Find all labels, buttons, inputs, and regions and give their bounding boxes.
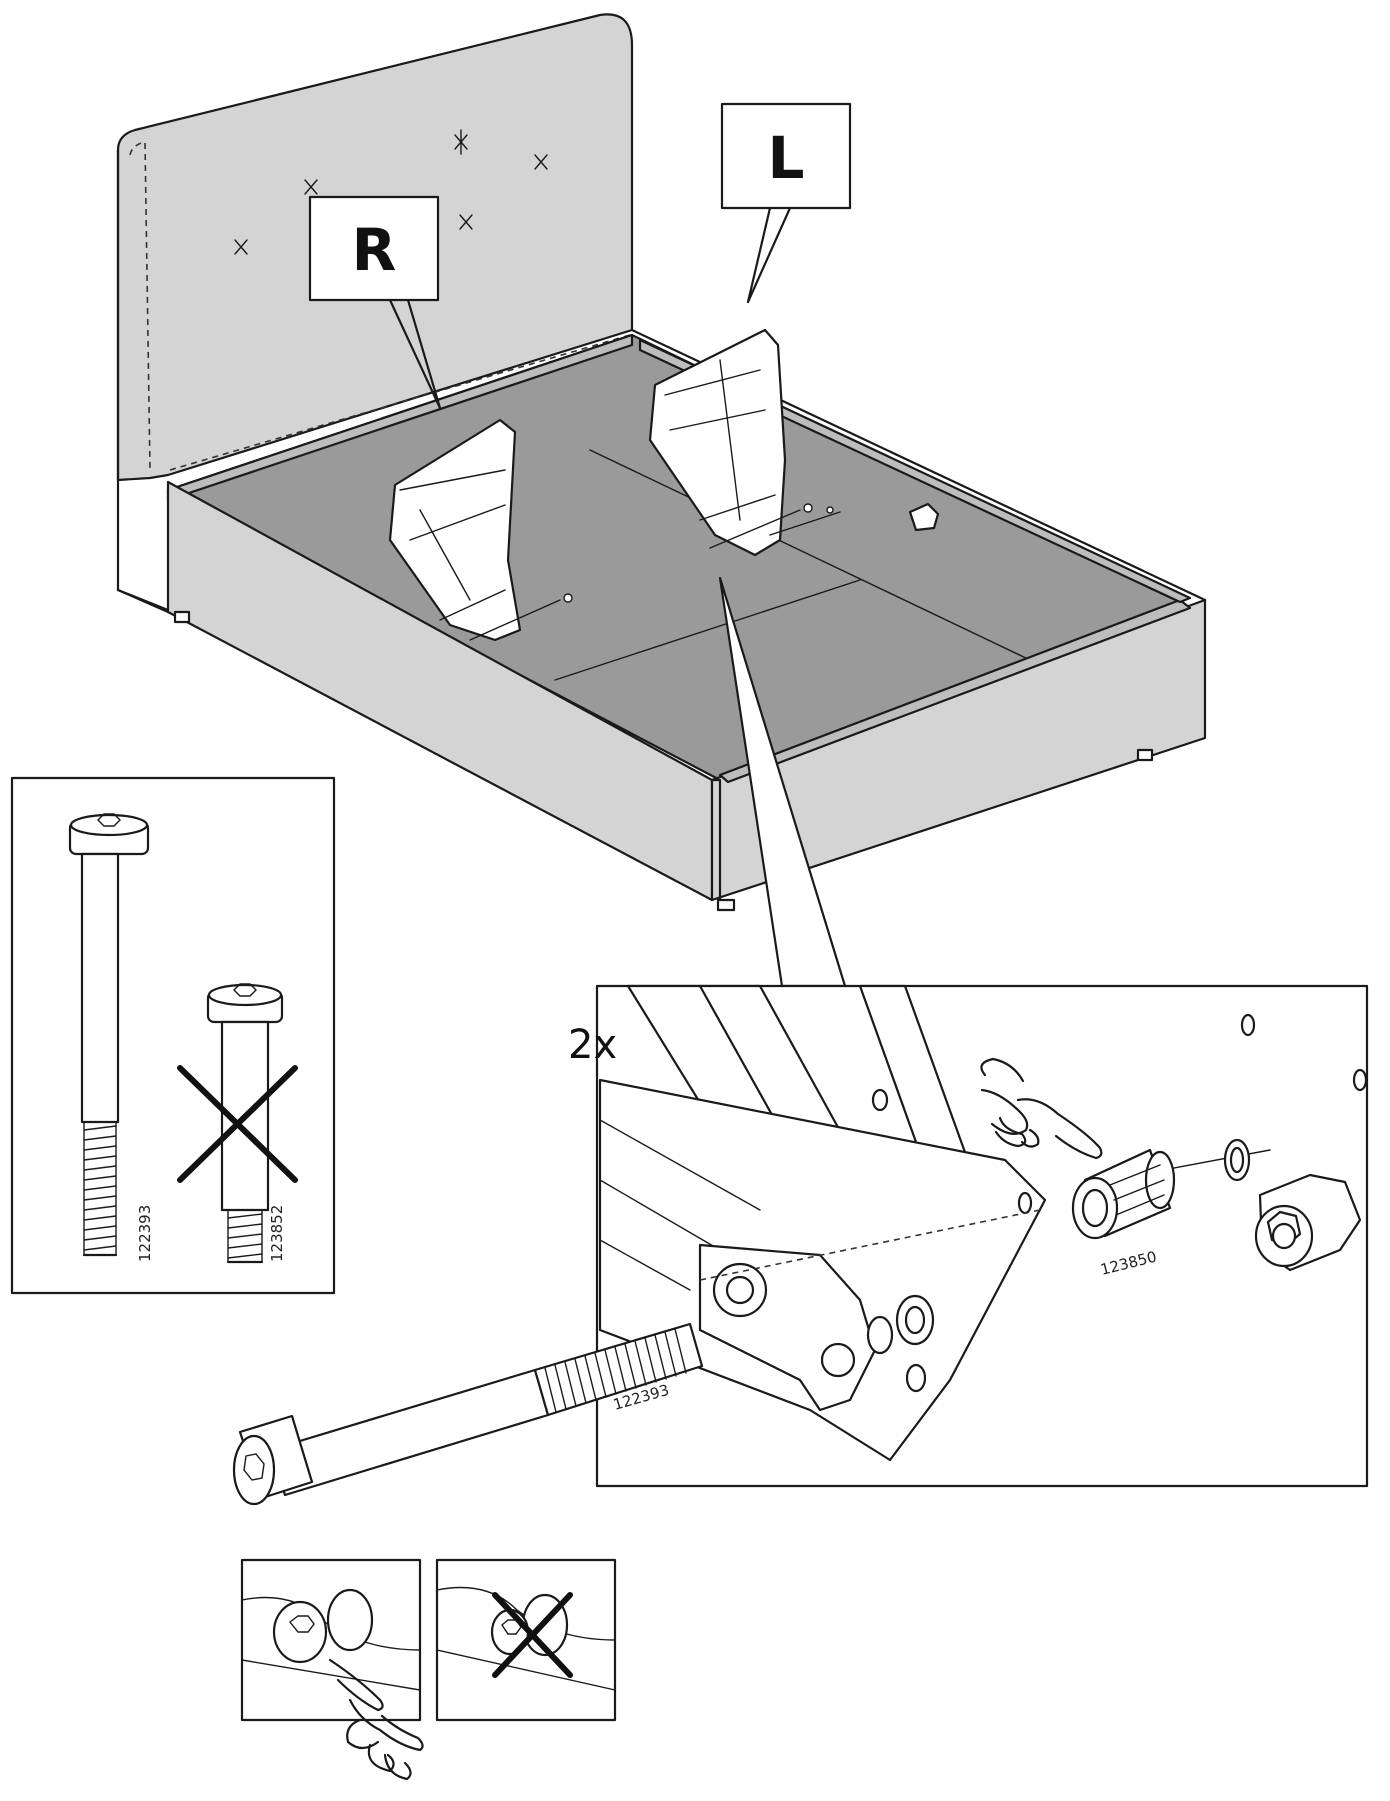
wrong-cross-icon	[177, 1065, 298, 1183]
bolt-122393: 122393	[68, 813, 154, 1262]
bolt-compare-frame	[10, 776, 336, 1295]
cap-nut	[1254, 1173, 1362, 1272]
check-panel-wrong	[435, 1558, 617, 1722]
callout-right: R	[308, 195, 442, 410]
wrong-cross-icon-small	[492, 1592, 573, 1678]
bolt-122393-detail: 122393	[232, 1322, 704, 1506]
callout-left-label: L	[768, 124, 805, 192]
lift-mechanism-right	[388, 418, 573, 642]
bolt-compare-panel: 122393 123852	[10, 776, 336, 1295]
lift-mechanism-left	[648, 328, 940, 557]
detail-panel: 2x	[568, 984, 1369, 1488]
bed-frame	[116, 13, 1207, 912]
check-panel-correct	[240, 1558, 424, 1781]
callout-right-label: R	[352, 216, 397, 284]
hand-press-icon	[980, 1057, 1103, 1160]
callout-left: L	[720, 102, 852, 304]
hand-point-icon	[328, 1658, 424, 1781]
detail-quantity: 2x	[568, 1022, 617, 1068]
bolt-122393-label: 122393	[136, 1205, 154, 1262]
bolt-123852-label: 123852	[268, 1205, 286, 1262]
detail-mechanism	[598, 984, 1368, 1462]
